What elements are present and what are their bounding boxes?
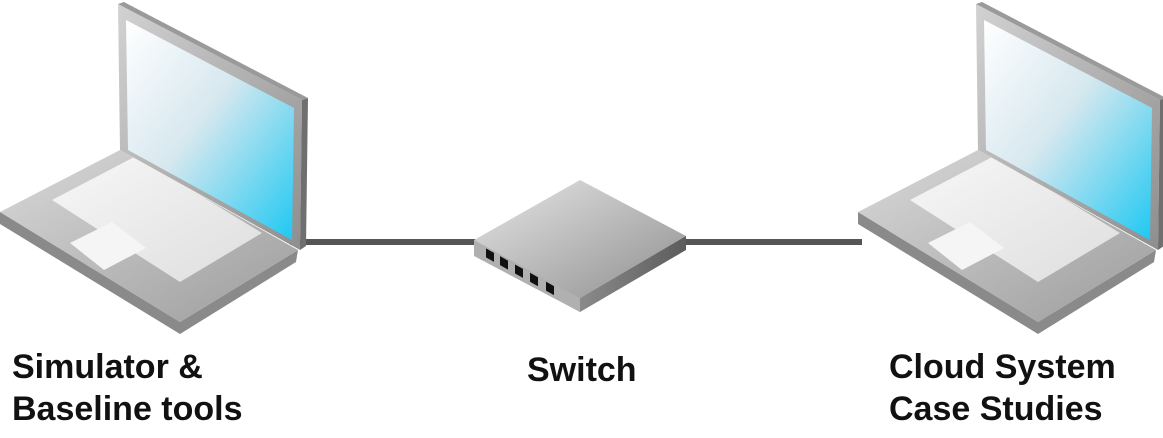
switch-port (530, 272, 538, 287)
node-label-line: Case Studies (889, 390, 1103, 428)
network-switch-icon (474, 180, 686, 312)
switch-port (500, 256, 508, 270)
switch-port (515, 264, 523, 278)
node-label-switch: Switch (527, 349, 637, 391)
node-label-line: Simulator & (12, 348, 203, 386)
node-label-simulator: Simulator & Baseline tools (12, 346, 243, 430)
switch-port (486, 248, 494, 262)
switch-port (546, 281, 554, 296)
laptop-icon (0, 2, 308, 334)
node-label-line: Switch (527, 351, 637, 389)
node-label-line: Baseline tools (12, 390, 243, 428)
node-label-cloud-system: Cloud System Case Studies (889, 346, 1116, 430)
laptop-icon (858, 2, 1163, 334)
node-label-line: Cloud System (889, 348, 1116, 386)
